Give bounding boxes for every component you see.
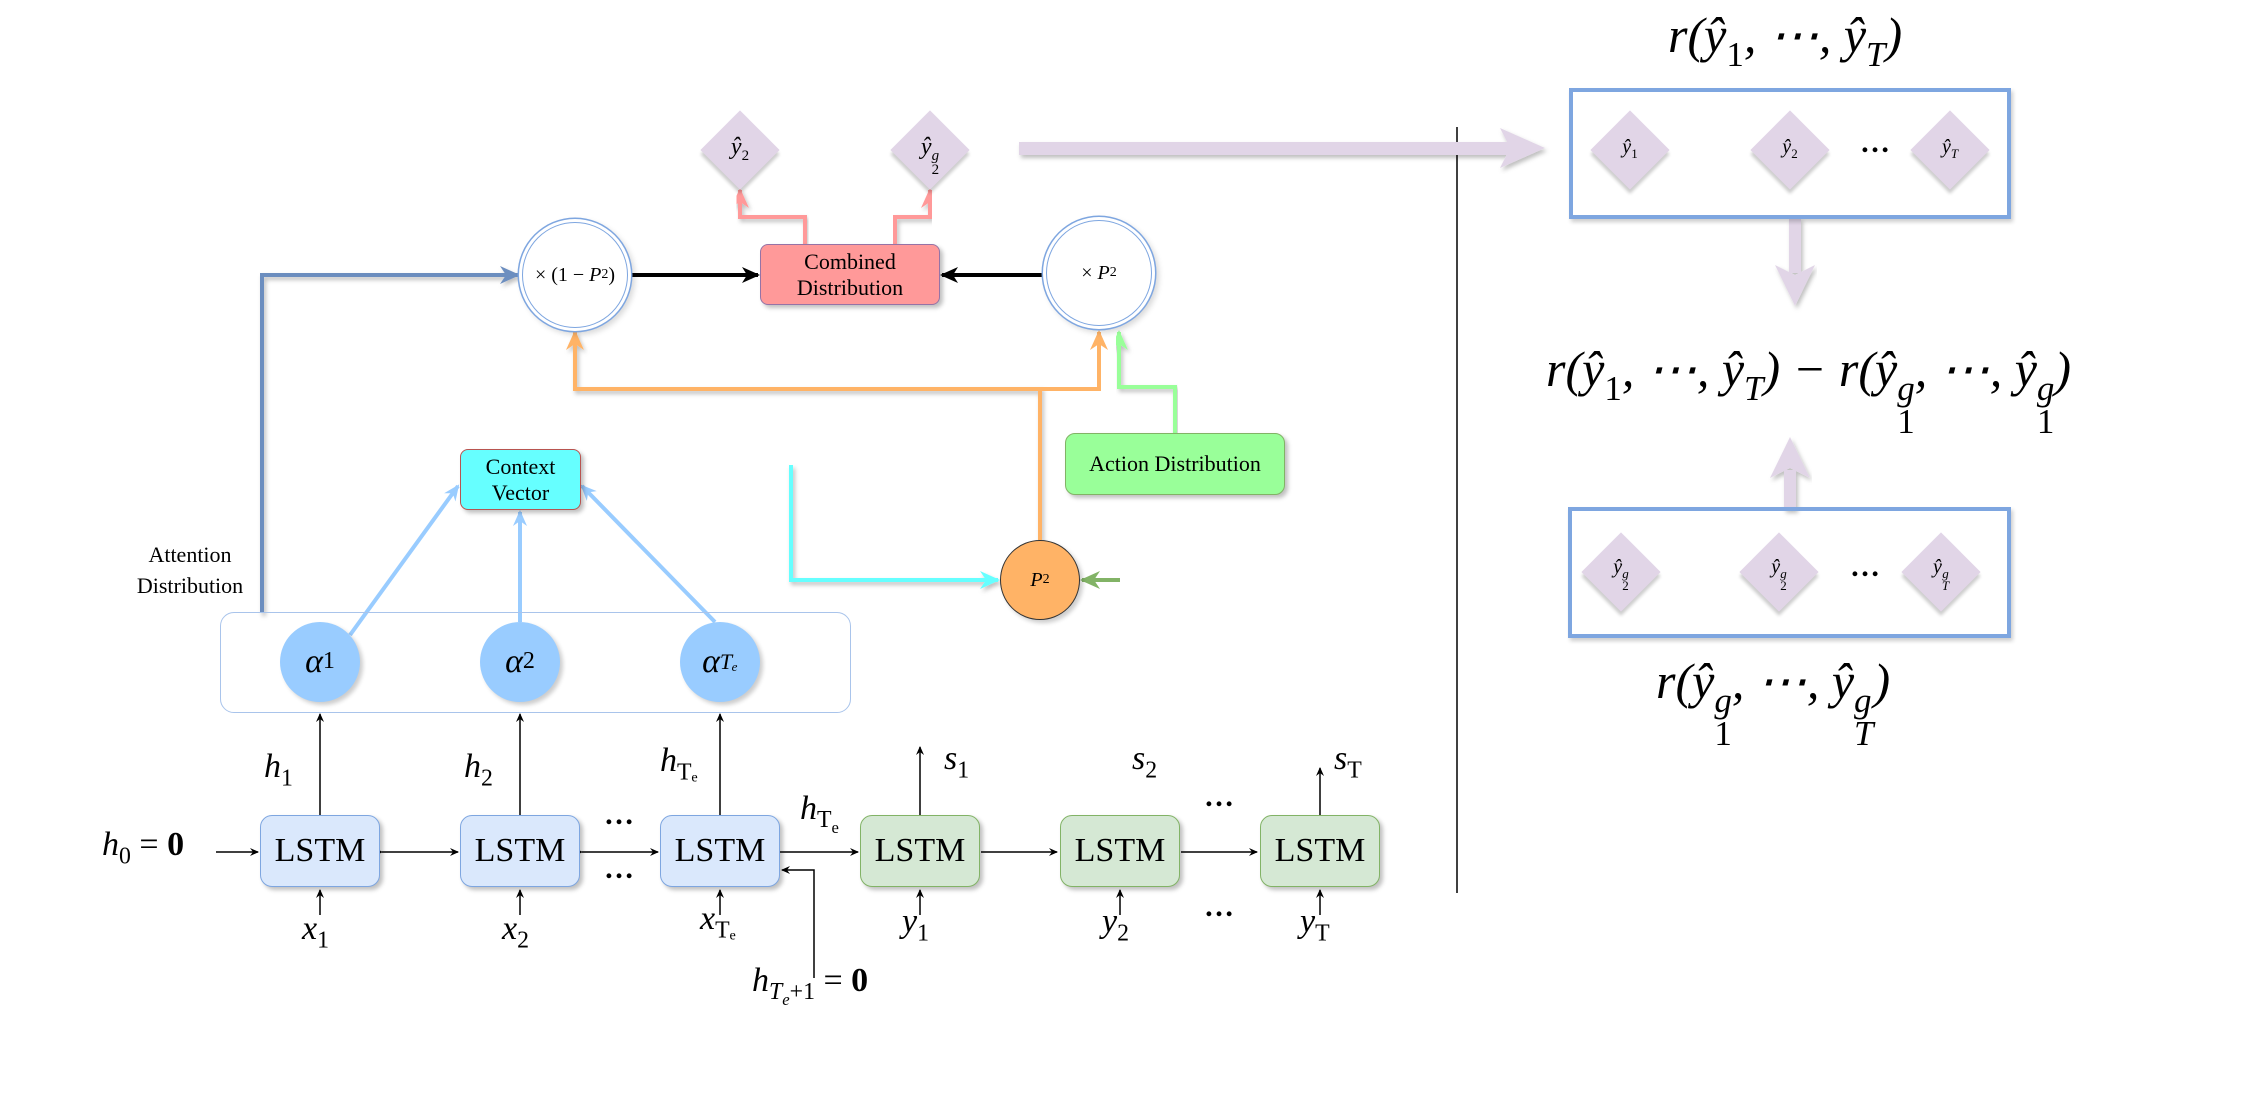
sT-label: sT xyxy=(1334,740,1362,784)
lstm-label: LSTM xyxy=(874,832,966,870)
sample-label-y2: ŷ2 xyxy=(730,134,750,164)
seq-ellipsis-top: … xyxy=(1860,126,1891,159)
mixer-prefix: × (1 − xyxy=(534,263,590,286)
attention-label-line2: Distribution xyxy=(136,572,244,598)
mixer-var: P xyxy=(589,263,602,286)
attention-frame xyxy=(220,612,851,713)
p2-sub: 2 xyxy=(1042,571,1050,587)
context-line1: Context xyxy=(485,454,556,480)
seq-label-y1: ŷ1 xyxy=(1622,136,1638,161)
p2-to-right-mixer xyxy=(1040,330,1108,391)
action-label: Action Distribution xyxy=(1089,451,1261,477)
mixer-sub: 2 xyxy=(1109,264,1117,280)
x2-label: x2 xyxy=(502,910,529,954)
yT-label: yT xyxy=(1300,903,1330,947)
sampled-sequence-frame xyxy=(1569,88,2011,219)
attention-label-line1: Attention xyxy=(148,542,232,567)
combined-line1: Combined xyxy=(804,249,896,275)
p2-var: P xyxy=(1030,568,1043,591)
seq-label-yT: ŷT xyxy=(1941,136,1959,161)
decoder-ellipsis-bottom: … xyxy=(1204,890,1235,923)
attention-distribution-label: Attention Distribution xyxy=(120,540,260,602)
h1-label: h1 xyxy=(264,748,293,792)
backward-init-arrow xyxy=(781,866,815,978)
h0-init-label: h0 = 0 xyxy=(102,826,185,870)
decoder-lstm-2[interactable]: LSTM xyxy=(1060,815,1180,887)
alpha-sub: 1 xyxy=(322,648,335,675)
xTe-label: xTₑ xyxy=(700,900,736,944)
x1-label: x1 xyxy=(302,910,329,954)
combined-distribution[interactable]: Combined Distribution xyxy=(760,244,940,305)
combined-line2: Distribution xyxy=(796,274,904,300)
lstm-label: LSTM xyxy=(274,832,366,870)
attention-to-mixer-arrow xyxy=(260,266,520,613)
encoder-ellipsis-top: … xyxy=(604,798,635,831)
context-vector[interactable]: Context Vector xyxy=(460,449,581,510)
alpha-sub: 2 xyxy=(522,648,535,675)
context-to-p2-arrow xyxy=(789,465,1000,589)
encoder-ellipsis-bottom: … xyxy=(604,852,635,885)
alpha-sub: Tₑ xyxy=(719,649,738,675)
greedy-sequence-frame xyxy=(1568,507,2011,638)
hTe-label: hTₑ xyxy=(660,742,698,786)
decoder-lstm-1[interactable]: LSTM xyxy=(860,815,980,887)
seq-label-y2: ŷ2 xyxy=(1782,136,1798,161)
combined-to-sample-2 xyxy=(893,188,939,244)
lstm-label: LSTM xyxy=(674,832,766,870)
y1-label: y1 xyxy=(902,903,929,947)
samples-to-reward-arrow xyxy=(1019,128,1545,168)
y2-label: y2 xyxy=(1102,903,1129,947)
h2-label: h2 xyxy=(464,748,493,792)
mixer-var: P xyxy=(1097,261,1110,284)
decoder-lstm-3[interactable]: LSTM xyxy=(1260,815,1380,887)
decoder-ellipsis-top: … xyxy=(1204,780,1235,813)
mixer-prefix: × xyxy=(1081,261,1098,284)
alpha-symbol: α xyxy=(505,643,523,681)
combined-to-sample-1 xyxy=(731,188,807,244)
reward-formula-sampled: r(ŷ1, ⋯, ŷT) xyxy=(1668,7,1903,74)
s2-label: s2 xyxy=(1132,740,1158,784)
reward-down-arrow xyxy=(1775,218,1815,306)
greedy-ellipsis: … xyxy=(1850,550,1881,583)
backward-init-label: hTe+1 = 0 xyxy=(752,962,869,1010)
action-distribution[interactable]: Action Distribution xyxy=(1065,433,1285,495)
action-to-right-mixer xyxy=(1110,330,1177,433)
encoder-lstm-3[interactable]: LSTM xyxy=(660,815,780,887)
encoder-lstm-1[interactable]: LSTM xyxy=(260,815,380,887)
context-line2: Vector xyxy=(491,479,550,505)
mixer-suffix: ) xyxy=(608,263,616,286)
encoder-lstm-2[interactable]: LSTM xyxy=(460,815,580,887)
reward-up-arrow xyxy=(1770,437,1810,510)
alpha1-to-context xyxy=(348,484,460,637)
alphaTe-to-context xyxy=(580,484,717,624)
lstm-label: LSTM xyxy=(474,832,566,870)
handoff-hTe-label: hTe xyxy=(800,790,839,838)
s1-label: s1 xyxy=(944,740,970,784)
lstm-label: LSTM xyxy=(1274,832,1366,870)
alpha-symbol: α xyxy=(305,643,323,681)
p2-to-left-mixer xyxy=(566,330,1042,540)
mixer-sub: 2 xyxy=(601,266,609,282)
alpha-symbol: α xyxy=(702,643,720,681)
lstm-label: LSTM xyxy=(1074,832,1166,870)
